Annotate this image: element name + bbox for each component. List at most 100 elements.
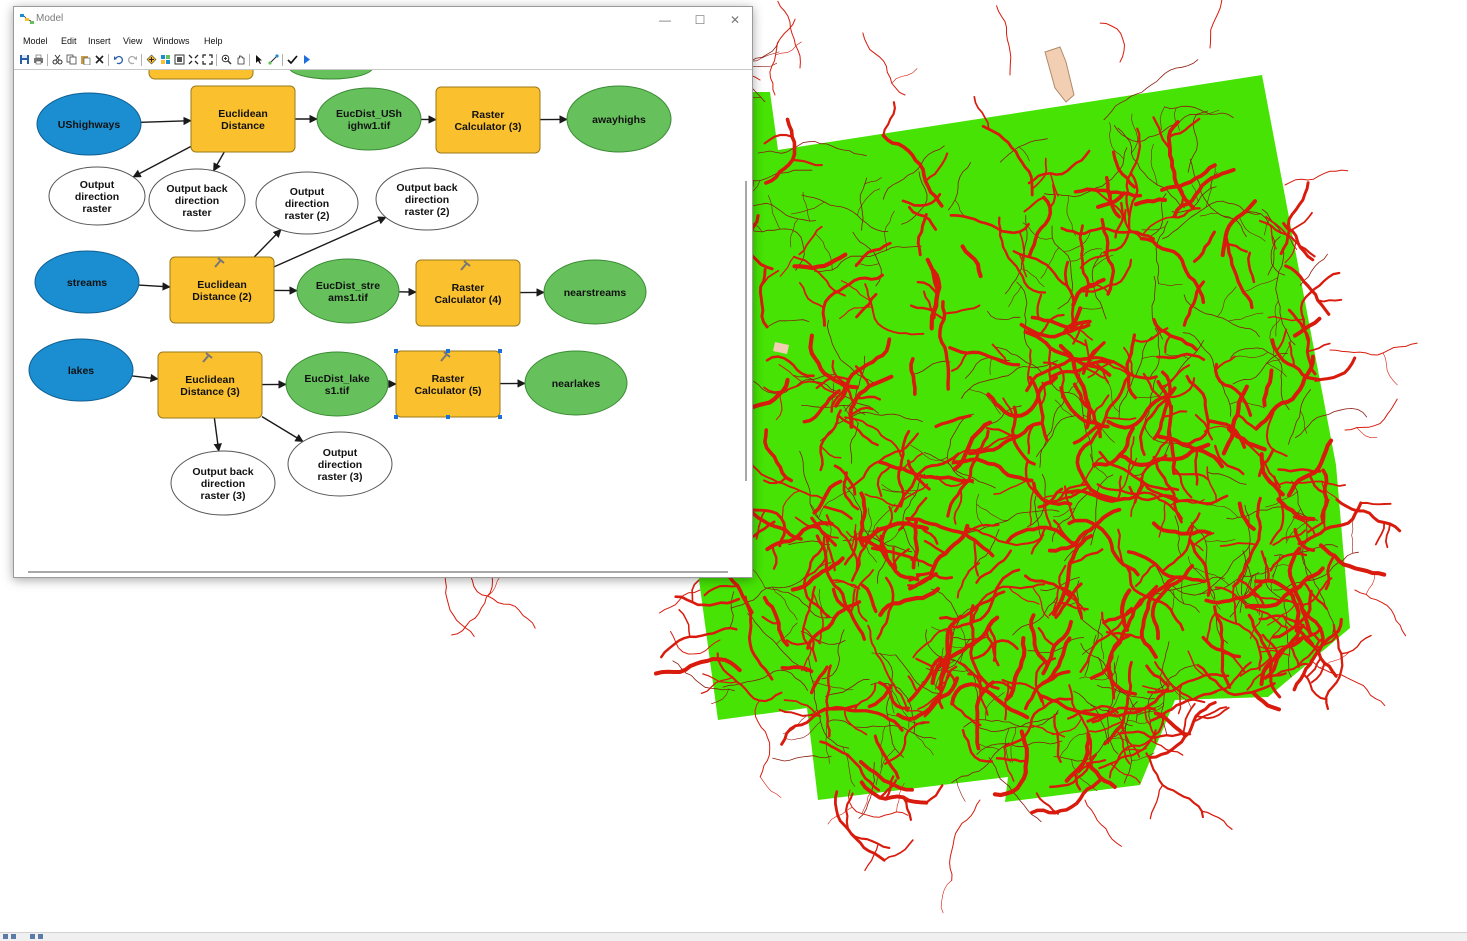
delete-icon[interactable]	[94, 54, 105, 65]
output-node-shape[interactable]	[287, 431, 393, 497]
input-node-shape[interactable]	[28, 338, 134, 402]
stream-segment	[925, 784, 944, 804]
selection-handle[interactable]	[446, 415, 450, 419]
pause-icon[interactable]	[38, 934, 43, 939]
menu-model[interactable]: Model	[23, 36, 48, 46]
model-node-ushighways[interactable]: UShighways	[36, 92, 142, 156]
validate-icon[interactable]	[287, 54, 298, 65]
menu-insert[interactable]: Insert	[88, 36, 111, 46]
model-node-streams[interactable]: streams	[34, 250, 140, 314]
close-button[interactable]: ✕	[729, 13, 741, 27]
connector-arrow[interactable]	[273, 216, 387, 268]
connector-arrow[interactable]	[212, 151, 225, 172]
connector-arrow[interactable]	[132, 145, 192, 178]
selection-handle[interactable]	[446, 349, 450, 353]
connector-arrow[interactable]	[140, 116, 192, 126]
model-node-nearlakes[interactable]: nearlakes	[524, 350, 628, 416]
vertical-scroll-thumb[interactable]	[745, 181, 747, 481]
menu-edit[interactable]: Edit	[61, 36, 77, 46]
layout-view-icon[interactable]	[3, 934, 8, 939]
output-node-shape[interactable]	[375, 167, 479, 231]
menu-help[interactable]: Help	[204, 36, 223, 46]
pan-icon[interactable]	[235, 54, 246, 65]
output-node-shape[interactable]	[48, 166, 146, 226]
vertical-scrollbar[interactable]	[742, 73, 750, 563]
selection-handle[interactable]	[394, 415, 398, 419]
menu-windows[interactable]: Windows	[153, 36, 190, 46]
derived-node-shape[interactable]	[524, 350, 628, 416]
menu-view[interactable]: View	[123, 36, 143, 46]
tool-node-shape[interactable]	[169, 256, 275, 324]
connector-arrow[interactable]	[131, 373, 159, 383]
data-view-icon[interactable]	[11, 934, 16, 939]
zoom-in-icon[interactable]	[221, 54, 232, 65]
output-node-shape[interactable]	[148, 168, 246, 232]
fixed-zoom-in-icon[interactable]	[188, 54, 199, 65]
derived-node-shape[interactable]	[316, 87, 422, 151]
selection-handle[interactable]	[394, 349, 398, 353]
paste-icon[interactable]	[80, 54, 91, 65]
stream-segment	[1063, 587, 1086, 612]
tool-node-shape[interactable]	[157, 351, 263, 419]
connector-arrow[interactable]	[253, 229, 282, 258]
model-node-lakes[interactable]: lakes	[28, 338, 134, 402]
model-node-awayhighs[interactable]: awayhighs	[566, 85, 672, 153]
print-icon[interactable]	[33, 54, 44, 65]
fixed-zoom-out-icon[interactable]	[202, 54, 213, 65]
auto-layout-icon[interactable]	[160, 54, 171, 65]
horizontal-scrollbar[interactable]	[28, 569, 728, 574]
derived-node-shape[interactable]	[543, 259, 647, 325]
undo-icon[interactable]	[113, 54, 124, 65]
output-node-shape[interactable]	[255, 171, 359, 235]
model-node-nearstreams[interactable]: nearstreams	[543, 259, 647, 325]
connector-arrow[interactable]	[213, 417, 222, 452]
output-node-shape[interactable]	[170, 450, 276, 516]
derived-node-shape[interactable]	[296, 258, 400, 324]
input-node-shape[interactable]	[34, 250, 140, 314]
selection-handle[interactable]	[498, 349, 502, 353]
derived-node-shape[interactable]	[566, 85, 672, 153]
stream-segment	[1288, 573, 1316, 593]
redo-icon[interactable]	[127, 54, 138, 65]
title-bar[interactable]: Model — ☐ ✕	[14, 7, 752, 33]
full-extent-icon[interactable]	[174, 54, 185, 65]
connector-arrow[interactable]	[138, 282, 171, 291]
minimize-button[interactable]: —	[659, 13, 671, 27]
cut-icon[interactable]	[52, 54, 63, 65]
select-icon[interactable]	[254, 54, 265, 65]
derived-node-shape[interactable]	[285, 351, 389, 417]
tool-node-shape[interactable]	[190, 85, 296, 153]
tool-node-shape[interactable]	[435, 86, 541, 154]
input-node-shape[interactable]	[36, 92, 142, 156]
selection-handle[interactable]	[498, 415, 502, 419]
save-icon[interactable]	[19, 54, 30, 65]
copy-icon[interactable]	[66, 54, 77, 65]
horizontal-scroll-thumb[interactable]	[28, 571, 728, 573]
connect-icon[interactable]	[268, 54, 279, 65]
connector-arrow[interactable]	[261, 416, 304, 443]
run-icon[interactable]	[301, 54, 312, 65]
tool-node-shape[interactable]	[415, 259, 521, 327]
refresh-icon[interactable]	[30, 934, 35, 939]
add-data-icon[interactable]	[146, 54, 157, 65]
maximize-button[interactable]: ☐	[694, 13, 706, 27]
